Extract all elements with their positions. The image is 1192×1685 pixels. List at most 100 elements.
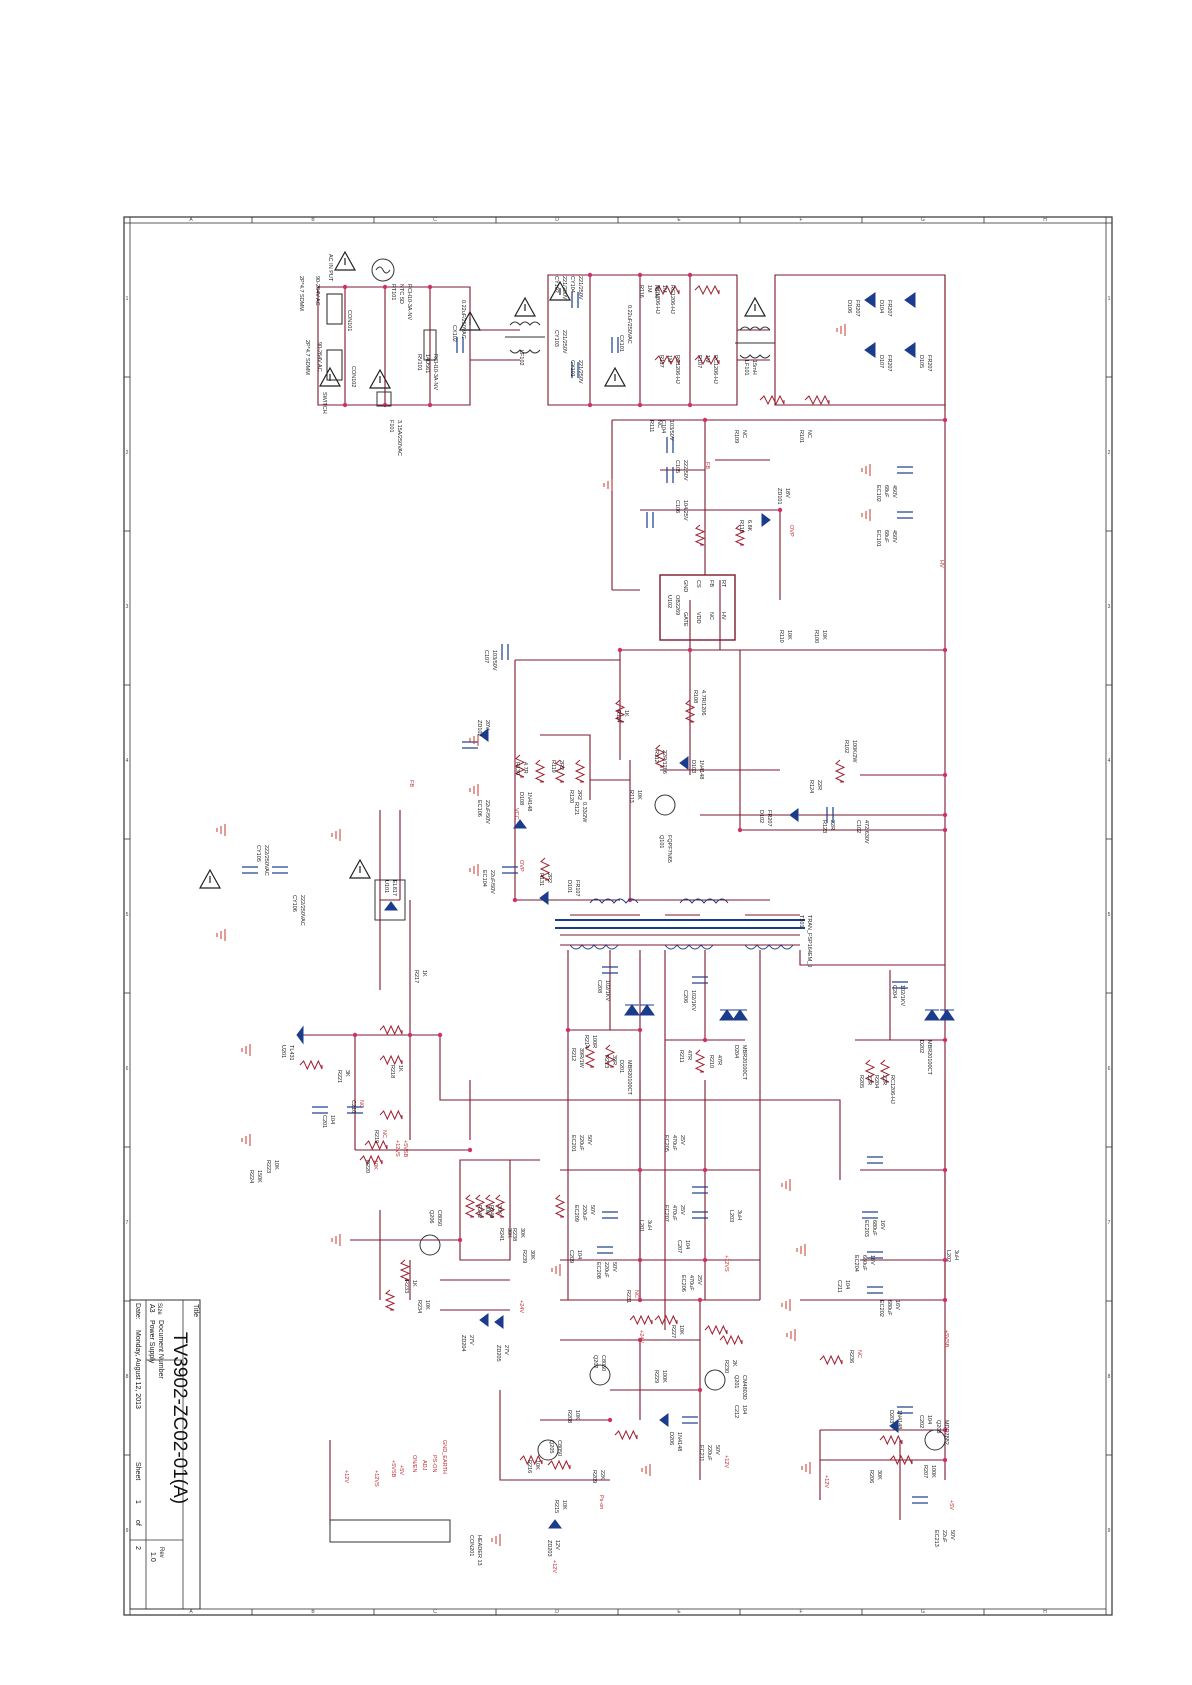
label-ec202-val: 680uF	[886, 1300, 892, 1316]
junction-dot	[407, 1032, 413, 1038]
label-con101-label: CON101	[346, 310, 352, 331]
label-r238: R238	[511, 1228, 517, 1241]
zone-row-label: 6	[1108, 1066, 1111, 1072]
resistor	[494, 1194, 506, 1218]
zone-row-label: 4	[126, 758, 129, 764]
choke-lf102	[505, 321, 545, 354]
label-q206-part: C8050	[436, 1210, 442, 1226]
label-ec203-v: 16V	[879, 1220, 885, 1230]
label-l201: L201	[638, 1220, 644, 1232]
junction-dot	[687, 647, 693, 653]
label-d204-part: MBR20100CT	[741, 1045, 747, 1080]
junction-dot	[587, 272, 593, 278]
warning-icon	[458, 310, 482, 331]
label-plus12out: +12V	[723, 1455, 729, 1468]
resistor	[554, 1194, 566, 1218]
label-r116-val: 1M	[646, 285, 652, 293]
capacitor-symbols	[242, 292, 928, 1504]
label-con201-part: HEADER 13	[476, 1535, 482, 1566]
label-con101-volt: 90-264V AC	[314, 276, 320, 306]
label-r112: R112	[653, 750, 659, 763]
label-r121-val: 0.33/2W	[581, 802, 587, 823]
resistor	[879, 1059, 891, 1083]
zone-row-label: 8	[1108, 1374, 1111, 1380]
zone-col-label: C	[433, 217, 437, 223]
zone-col-label: D	[555, 217, 559, 223]
label-d101-val: FR107	[574, 880, 580, 897]
zone-row-label: 2	[1108, 450, 1111, 456]
junction-dot	[942, 1257, 948, 1263]
resistor	[604, 1044, 616, 1068]
label-r130: R130	[514, 762, 520, 775]
junction-dot	[637, 1167, 643, 1173]
label-d105: D105	[918, 355, 924, 368]
label-c202: C202	[918, 1415, 924, 1428]
resistor	[719, 1334, 743, 1346]
label-n5vsb: +5VSB	[390, 1460, 396, 1478]
label-r242: R242	[476, 1205, 482, 1218]
label-r107: R107	[696, 355, 702, 368]
label-cy106: CY106	[291, 895, 297, 912]
label-ec101-v: 450V	[891, 530, 897, 543]
label-u102-part: OB2269	[674, 595, 680, 615]
label-r240-val: 30K	[496, 1205, 502, 1215]
label-r113-val: 10K	[636, 790, 642, 800]
date-value: Monday, August 12, 2013	[134, 1330, 141, 1409]
resistor	[879, 1434, 903, 1446]
label-r214: R214	[583, 1035, 589, 1048]
warning-icon	[368, 368, 392, 389]
label-c212: C212	[733, 1405, 739, 1418]
label-d103-val: 1N4148	[698, 760, 704, 779]
label-plus24b: +24V	[518, 1300, 524, 1313]
header-con201	[329, 1519, 451, 1543]
label-ec102: EC102	[875, 485, 881, 502]
label-zd101-val: 18V	[784, 488, 790, 498]
junction-dot	[942, 827, 948, 833]
label-r109-val: NC	[741, 430, 747, 438]
label-l202-val: 3uH	[953, 1250, 959, 1260]
ground-symbols	[216, 324, 871, 1546]
label-r108: R108	[692, 690, 698, 703]
zone-row-label: 7	[1108, 1220, 1111, 1226]
label-r102-val: 100K/2W	[851, 740, 857, 763]
label-ac-in: AC IN PUT	[327, 254, 333, 282]
zone-row-label: 6	[126, 1066, 129, 1072]
label-r240: R240	[488, 1205, 494, 1218]
label-d206-val: 1N4148	[676, 1432, 682, 1451]
label-pin-gnd: GND	[682, 580, 688, 592]
of-label: of	[134, 1520, 141, 1526]
zone-col-label: E	[677, 1609, 681, 1615]
label-q205: Q205	[548, 1440, 554, 1453]
frame-inner	[129, 222, 1107, 1610]
label-ec205-val: 470uF	[671, 1135, 677, 1151]
diode-d107	[864, 342, 876, 358]
label-d204: D204	[733, 1045, 739, 1058]
junction-dot	[342, 402, 348, 408]
junction-dot	[352, 1032, 358, 1038]
zone-col-label: A	[189, 217, 193, 223]
label-plus12r: +12V	[823, 1475, 829, 1488]
resistor	[547, 1459, 571, 1471]
label-r242-val: 30K	[484, 1205, 490, 1215]
varistor-symbol	[423, 329, 437, 361]
label-q202: Q202	[592, 1355, 598, 1368]
label-plus5v: +5V	[948, 1500, 954, 1510]
label-n5v: +5V	[398, 1465, 404, 1475]
warning-icon	[348, 858, 372, 879]
label-c201-val: 104	[329, 1115, 335, 1124]
label-r100: R100	[813, 630, 819, 643]
zone-col-label: B	[311, 1609, 315, 1615]
ic-u102	[659, 574, 736, 641]
zone-col-label: F	[799, 1609, 802, 1615]
label-r215-val: 10K	[561, 1500, 567, 1510]
junction-dot	[512, 897, 518, 903]
label-ec211: EC211	[698, 1445, 704, 1461]
zone-row-label: 1	[1108, 296, 1111, 302]
label-u101: U101	[383, 880, 389, 893]
junction-dot	[427, 284, 433, 290]
label-r223-val: 10K	[273, 1160, 279, 1170]
label-c206-val: 102/1KV	[690, 990, 696, 1011]
label-r210-val: 47R	[716, 1055, 722, 1065]
label-rv101-part: RCH10-3A-NV	[432, 354, 438, 390]
label-d202-part: MBR20100CT	[926, 1040, 932, 1075]
